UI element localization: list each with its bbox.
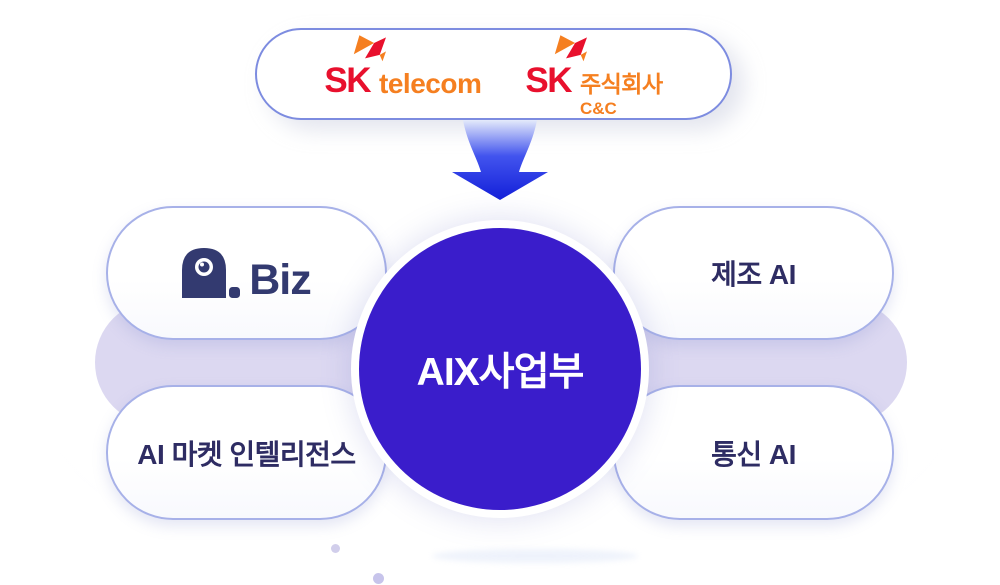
manufacturing-ai-label: 제조 AI — [711, 259, 796, 290]
sk-butterfly-icon — [555, 34, 588, 61]
telecom-ai-label: 통신 AI — [711, 438, 796, 470]
sk-butterfly-icon — [354, 34, 387, 61]
decorative-dot — [331, 544, 340, 553]
sk-cnc-name-text: 주식회사 — [579, 70, 663, 97]
source-companies-pill: SK telecom SK 주식회사 C&C — [255, 28, 732, 120]
unit-pill-telecom-ai: 통신 AI — [613, 385, 894, 520]
unit-pill-abiz: Biz — [106, 206, 387, 340]
abiz-label: Biz — [249, 256, 311, 304]
division-circle: AIX사업부 — [359, 228, 641, 510]
adot-character-icon — [182, 248, 241, 298]
division-label: AIX사업부 — [416, 351, 585, 394]
decorative-glow — [432, 549, 638, 563]
sk-cnc-sk-text: SK — [525, 60, 572, 100]
decorative-dot — [373, 573, 384, 584]
sk-cnc-sub-text: C&C — [579, 98, 617, 118]
sk-telecom-logo: SK telecom — [324, 34, 482, 100]
abiz-logo: Biz — [182, 248, 312, 304]
unit-pill-manufacturing-ai: 제조 AI — [613, 206, 894, 340]
down-funnel-arrow-icon — [452, 120, 548, 200]
sk-cnc-logo: SK 주식회사 C&C — [525, 34, 663, 117]
sk-telecom-sk-text: SK — [324, 60, 371, 100]
ai-market-intelligence-label: AI 마켓 인텔리전스 — [137, 438, 356, 470]
unit-pill-ai-market-intelligence: AI 마켓 인텔리전스 — [106, 385, 387, 520]
sk-telecom-name-text: telecom — [379, 67, 482, 99]
